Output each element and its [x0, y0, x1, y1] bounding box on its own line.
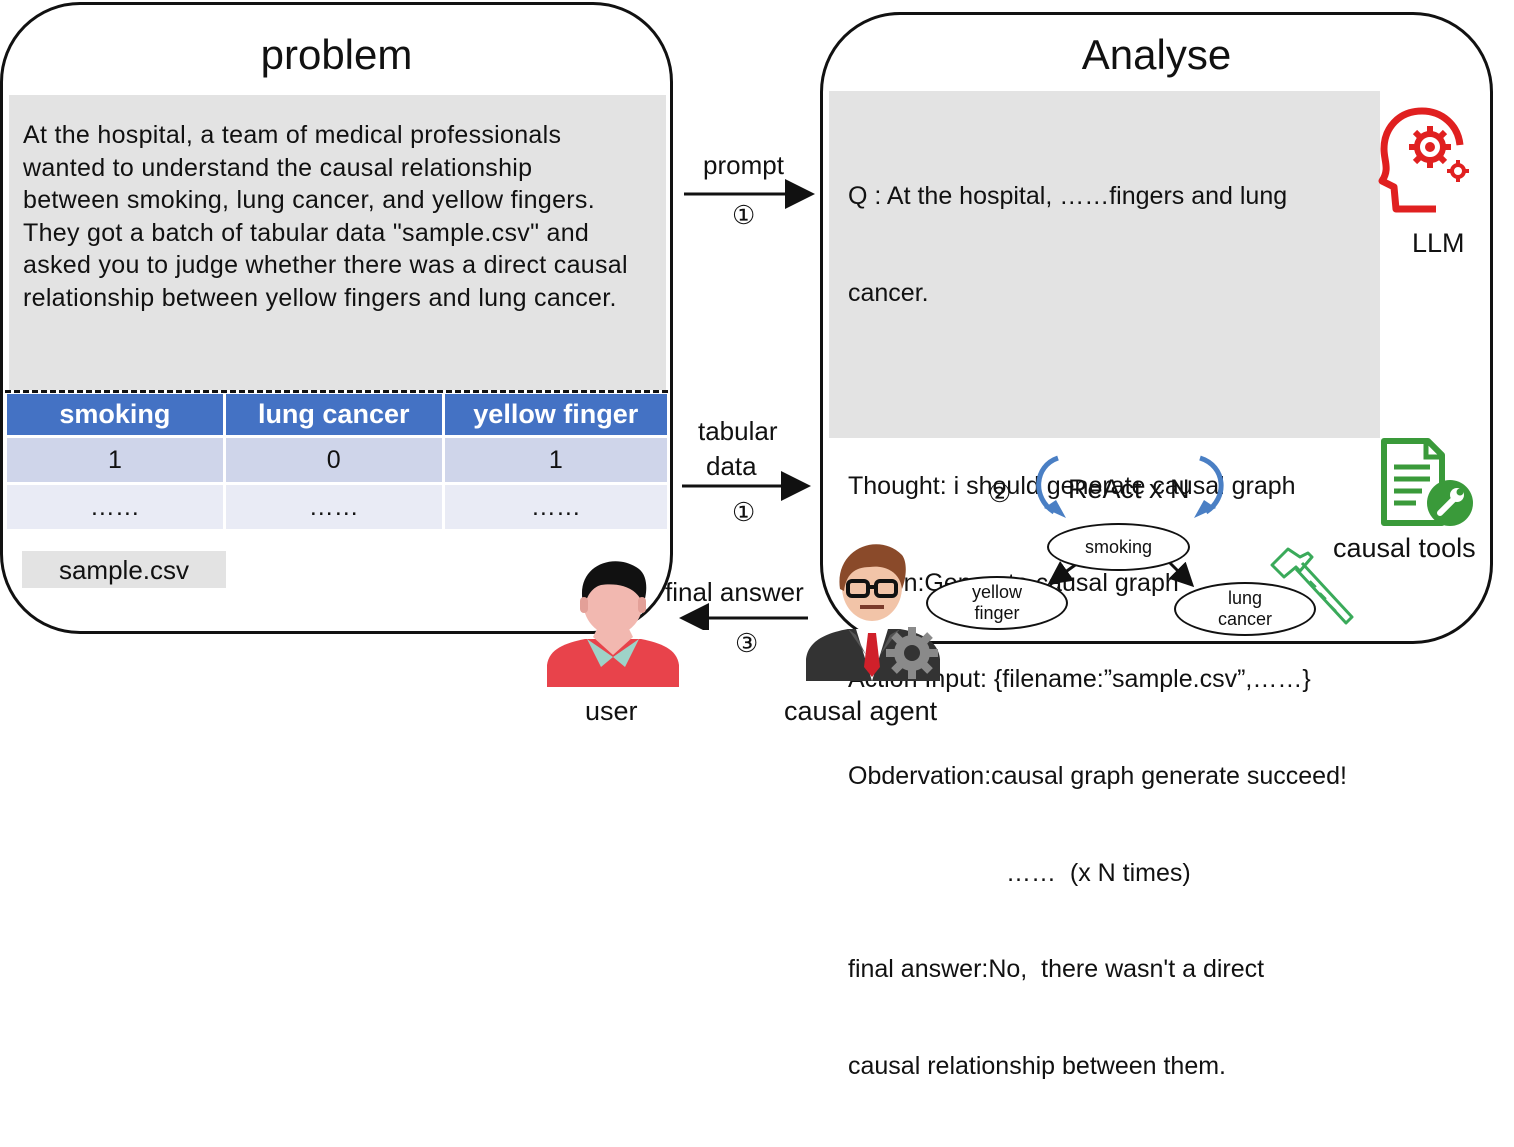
react-step-marker: ②: [988, 478, 1012, 508]
react-label: ReAct x N: [1068, 474, 1190, 504]
table-cell: 1: [7, 438, 223, 482]
table-header: lung cancer: [225, 394, 442, 435]
hammer-icon: [1270, 547, 1354, 625]
analyse-line: cancer.: [848, 279, 929, 308]
problem-title: problem: [260, 31, 413, 78]
problem-line: asked you to judge whether there was a d…: [23, 251, 628, 279]
problem-line: At the hospital, a team of medical profe…: [23, 121, 562, 149]
table-cell: ……: [225, 485, 442, 529]
graph-node-smoking: smoking: [1047, 523, 1190, 571]
problem-line: They got a batch of tabular data "sample…: [23, 218, 590, 247]
graph-node-yellow-finger: yellow finger: [926, 576, 1068, 630]
analyse-text-box: Q : At the hospital, ……fingers and lung …: [829, 91, 1380, 1080]
table-cell: 1: [444, 438, 667, 482]
analyse-line: causal relationship between them.: [848, 1051, 1227, 1080]
table-row: 1 0 1: [7, 438, 667, 482]
divider-dashed: [5, 390, 668, 393]
analyse-line: Q : At the hospital, ……fingers and lung: [848, 182, 1288, 211]
tabular-step-marker: ①: [732, 497, 756, 527]
graph-node-lung-cancer: lung cancer: [1174, 582, 1316, 636]
file-label-box: sample.csv: [22, 551, 226, 588]
causal-tools-icon: [1381, 438, 1473, 526]
user-label: user: [585, 696, 638, 726]
table-cell: ……: [444, 485, 667, 529]
analyse-line: …… (x N times): [1006, 858, 1191, 887]
analyse-title: Analyse: [1081, 31, 1232, 78]
file-label: sample.csv: [58, 555, 190, 585]
analyse-line: [848, 374, 1347, 406]
problem-text: At the hospital, a team of medical profe…: [23, 119, 663, 314]
causal-agent-avatar-icon: [806, 544, 940, 681]
problem-line: wanted to understand the causal relation…: [23, 153, 533, 182]
final-step-marker: ③: [735, 628, 759, 658]
problem-line: relationship between yellow fingers and …: [23, 283, 617, 312]
prompt-step-marker: ①: [732, 200, 756, 230]
analyse-line: Thought: i should generate causal graph: [848, 472, 1296, 501]
react-loop-arrows: [1036, 455, 1224, 518]
table-header: smoking: [7, 394, 223, 435]
analyse-line: final answer:No, there wasn't a direct: [848, 955, 1265, 984]
final-answer-label: final answer: [665, 577, 804, 607]
llm-head-gear-icon: [1378, 107, 1469, 213]
table-header: yellow finger: [444, 394, 667, 435]
prompt-label: prompt: [703, 150, 784, 180]
table-row: …… …… ……: [7, 485, 667, 529]
causal-agent-label: causal agent: [784, 696, 938, 726]
tabular-label-line2: data: [706, 451, 757, 481]
tabular-label-line1: tabular: [698, 416, 778, 446]
flow-arrows: [679, 179, 815, 630]
problem-text-box: At the hospital, a team of medical profe…: [9, 95, 666, 390]
table-cell: ……: [7, 485, 223, 529]
user-avatar-icon: [547, 561, 679, 687]
causal-graph-edges: [1047, 561, 1195, 588]
problem-line: between smoking, lung cancer, and yellow…: [23, 186, 595, 214]
causal-tools-label: causal tools: [1333, 533, 1476, 563]
data-table: smoking lung cancer yellow finger 1 0 1 …: [4, 391, 670, 532]
llm-label: LLM: [1412, 228, 1465, 258]
table-cell: 0: [225, 438, 442, 482]
analyse-line: Obdervation:causal graph generate succee…: [848, 762, 1347, 791]
